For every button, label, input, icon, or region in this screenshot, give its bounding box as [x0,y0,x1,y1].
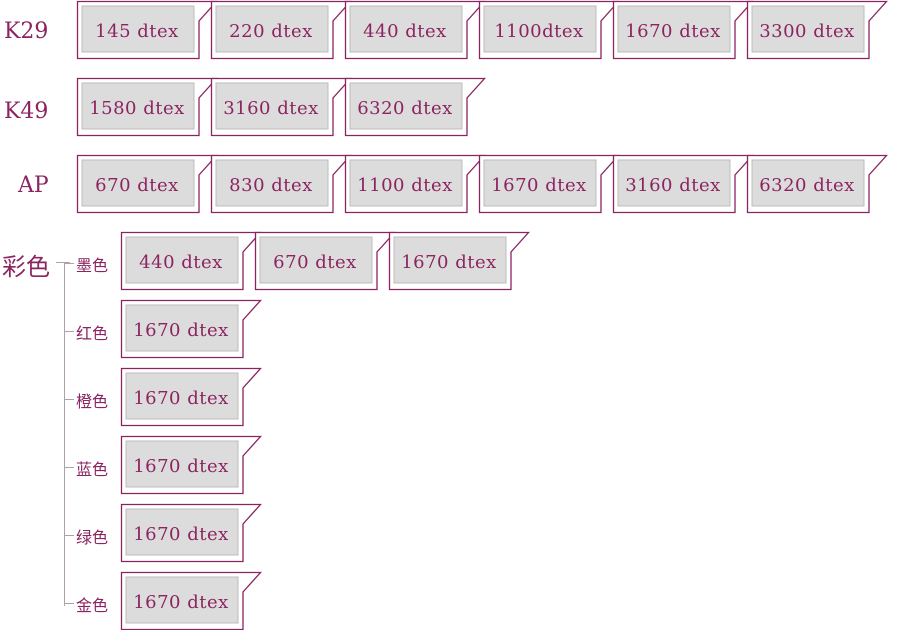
chip-k29-0[interactable]: 145 dtex [76,0,218,60]
chip-k49-2[interactable]: 6320 dtex [344,77,486,137]
chip-label: 220 dtex [229,20,313,42]
chip-k49-1[interactable]: 3160 dtex [210,77,352,137]
chip-shape [746,0,888,60]
chip-k29-3[interactable]: 1100dtex [478,0,620,60]
chip-shape [120,503,262,563]
chip-shape [210,154,352,214]
chip-color-0-2[interactable]: 1670 dtex [388,231,530,291]
chip-label: 145 dtex [95,20,179,42]
chip-label: 6320 dtex [357,97,453,119]
chip-label: 440 dtex [139,251,223,273]
chip-color-4-0[interactable]: 1670 dtex [120,503,262,563]
chip-color-5-0[interactable]: 1670 dtex [120,571,262,630]
row-label-k49: K49 [4,99,49,124]
chip-k29-5[interactable]: 3300 dtex [746,0,888,60]
chip-label: 1100 dtex [357,174,453,196]
chip-label: 1580 dtex [89,97,185,119]
chip-k29-2[interactable]: 440 dtex [344,0,486,60]
chip-label: 6320 dtex [759,174,855,196]
chip-shape [344,154,486,214]
chip-label: 3300 dtex [759,20,855,42]
chip-ap-4[interactable]: 3160 dtex [612,154,754,214]
chip-k49-0[interactable]: 1580 dtex [76,77,218,137]
tree-connector-line [56,262,70,263]
chip-shape [76,77,218,137]
color-item-label: 蓝色 [76,460,109,479]
chip-shape [746,154,888,214]
chip-label: 3160 dtex [625,174,721,196]
color-item-label: 绿色 [76,528,109,547]
chip-shape [478,0,620,60]
chip-label: 670 dtex [273,251,357,273]
chip-label: 1670 dtex [491,174,587,196]
color-item-label: 橙色 [76,392,109,411]
tree-branch-line [64,467,74,468]
chip-k29-1[interactable]: 220 dtex [210,0,352,60]
chip-shape [388,231,530,291]
chip-ap-0[interactable]: 670 dtex [76,154,218,214]
chip-shape [120,571,262,630]
chip-ap-1[interactable]: 830 dtex [210,154,352,214]
chip-label: 1670 dtex [133,455,229,477]
color-item-label: 金色 [76,596,109,615]
chip-label: 1100dtex [494,20,584,42]
chip-color-0-1[interactable]: 670 dtex [254,231,396,291]
chip-shape [254,231,396,291]
tree-branch-line [64,331,74,332]
tree-branch-line [64,535,74,536]
chip-label: 1670 dtex [133,591,229,613]
chip-ap-5[interactable]: 6320 dtex [746,154,888,214]
chip-label: 3160 dtex [223,97,319,119]
chip-color-1-0[interactable]: 1670 dtex [120,299,262,359]
chip-shape [344,0,486,60]
chip-label: 830 dtex [229,174,313,196]
chip-color-3-0[interactable]: 1670 dtex [120,435,262,495]
chip-ap-3[interactable]: 1670 dtex [478,154,620,214]
tree-branch-line [64,603,74,604]
tree-branch-line [64,263,74,264]
chip-label: 670 dtex [95,174,179,196]
chip-shape [76,0,218,60]
chip-label: 1670 dtex [133,387,229,409]
chip-ap-2[interactable]: 1100 dtex [344,154,486,214]
tree-branch-line [64,399,74,400]
chip-shape [210,77,352,137]
chip-k29-4[interactable]: 1670 dtex [612,0,754,60]
chip-shape [120,231,262,291]
chip-shape [210,0,352,60]
chip-shape [120,435,262,495]
chip-label: 1670 dtex [625,20,721,42]
chip-color-2-0[interactable]: 1670 dtex [120,367,262,427]
chip-shape [344,77,486,137]
chip-label: 1670 dtex [401,251,497,273]
chip-shape [120,367,262,427]
color-item-label: 墨色 [76,256,109,275]
chip-shape [76,154,218,214]
color-section-label: 彩色 [2,253,50,281]
row-label-ap: AP [18,173,49,198]
chip-label: 1670 dtex [133,523,229,545]
chip-label: 1670 dtex [133,319,229,341]
chip-shape [120,299,262,359]
chip-shape [478,154,620,214]
chip-label: 440 dtex [363,20,447,42]
row-label-k29: K29 [4,19,49,44]
chip-shape [612,0,754,60]
tree-vertical-line [64,262,65,606]
chip-color-0-0[interactable]: 440 dtex [120,231,262,291]
color-item-label: 红色 [76,324,109,343]
chip-shape [612,154,754,214]
